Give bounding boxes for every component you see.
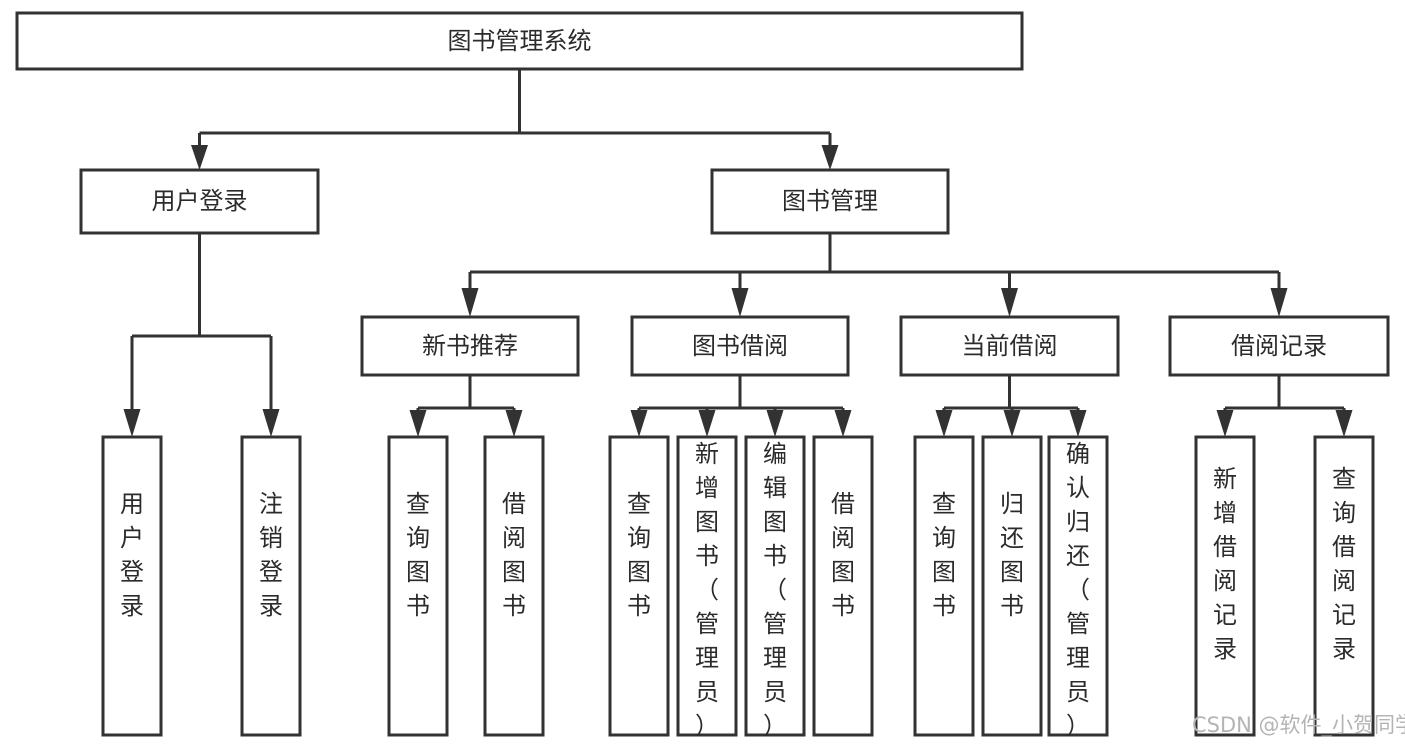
leaf-node-user-login[interactable]: 用户登录 xyxy=(101,435,163,737)
leaf-node-add-book-admin-label: 新增图书（管理员） xyxy=(695,440,719,740)
leaf-node-return-book[interactable]: 归还图书 xyxy=(981,435,1043,737)
leaf-node-query-book-borrow-label: 查询图书 xyxy=(627,490,651,620)
leaf-node-query-book-current-label: 查询图书 xyxy=(932,490,956,620)
leaf-node-borrow-book-rec[interactable]: 借阅图书 xyxy=(483,435,545,737)
arrowhead-leaf-user-logout xyxy=(262,409,280,437)
leaf-node-add-book-admin[interactable]: 新增图书（管理员） xyxy=(676,435,738,740)
node-borrow-record-label: 借阅记录 xyxy=(1231,332,1327,360)
node-borrow-record[interactable]: 借阅记录 xyxy=(1168,315,1390,377)
leaf-node-query-borrow-record-box[interactable] xyxy=(1313,435,1375,737)
node-root-label: 图书管理系统 xyxy=(448,27,592,55)
leaf-node-user-login-label: 用户登录 xyxy=(120,490,144,620)
arrowhead-record xyxy=(1270,288,1288,317)
leaf-node-query-borrow-record-label: 查询借阅记录 xyxy=(1332,465,1356,663)
node-current-borrow-label: 当前借阅 xyxy=(962,332,1058,360)
node-user-login[interactable]: 用户登录 xyxy=(79,168,320,235)
arrowhead-leaf-user-login xyxy=(123,409,141,437)
csdn-watermark: CSDN @软件_小贺同学 xyxy=(1192,713,1405,738)
leaf-node-confirm-return-admin-box[interactable] xyxy=(1047,435,1109,737)
leaf-node-user-logout[interactable]: 注销登录 xyxy=(240,435,302,737)
arrowhead-borrow-leaf3 xyxy=(766,410,784,437)
leaf-node-add-borrow-record-label: 新增借阅记录 xyxy=(1213,465,1237,663)
leaf-node-return-book-box[interactable] xyxy=(981,435,1043,737)
leaf-node-borrow-book-rec-box[interactable] xyxy=(483,435,545,737)
leaf-node-confirm-return-admin-label: 确认归还（管理员） xyxy=(1066,440,1090,740)
arrowhead-borrow-leaf2 xyxy=(698,410,716,437)
node-borrow-record-box[interactable] xyxy=(1168,315,1390,377)
leaf-node-query-book-borrow-box[interactable] xyxy=(608,435,670,737)
arrowhead-borrow-leaf4 xyxy=(834,410,852,437)
node-book-borrow[interactable]: 图书借阅 xyxy=(630,315,850,377)
arrowhead-borrow-leaf1 xyxy=(630,410,648,437)
node-current-borrow-box[interactable] xyxy=(899,315,1120,377)
leaf-node-add-borrow-record-box[interactable] xyxy=(1194,435,1256,737)
arrowhead-current-leaf2 xyxy=(1003,410,1021,437)
leaf-node-borrow-book-box[interactable] xyxy=(812,435,874,737)
arrowhead-newbook-leaf2 xyxy=(505,410,523,437)
arrowhead-newbook xyxy=(461,288,479,317)
node-user-login-box[interactable] xyxy=(79,168,320,235)
arrowhead-current-leaf3 xyxy=(1069,410,1087,437)
arrowhead-current-leaf1 xyxy=(935,410,953,437)
leaf-node-edit-book-admin-box[interactable] xyxy=(744,435,806,737)
leaf-node-add-book-admin-box[interactable] xyxy=(676,435,738,737)
arrowhead-record-leaf2 xyxy=(1335,410,1353,437)
leaf-node-query-borrow-record[interactable]: 查询借阅记录 xyxy=(1313,435,1375,737)
node-book-management-label: 图书管理 xyxy=(782,187,878,215)
leaf-node-confirm-return-admin[interactable]: 确认归还（管理员） xyxy=(1047,435,1109,740)
leaf-node-borrow-book-label: 借阅图书 xyxy=(831,490,855,620)
leaf-node-query-book-current-box[interactable] xyxy=(913,435,975,737)
leaf-node-user-login-box[interactable] xyxy=(101,435,163,737)
node-new-book-recommend[interactable]: 新书推荐 xyxy=(360,315,580,377)
node-root-box[interactable] xyxy=(15,11,1024,71)
arrowhead-borrow xyxy=(731,288,749,317)
node-new-book-recommend-box[interactable] xyxy=(360,315,580,377)
arrowhead-newbook-leaf1 xyxy=(409,410,427,437)
arrowhead-current xyxy=(1001,288,1018,317)
leaf-node-query-book-borrow[interactable]: 查询图书 xyxy=(608,435,670,737)
leaf-node-query-book-rec-label: 查询图书 xyxy=(406,490,430,620)
node-book-management-box[interactable] xyxy=(710,168,950,235)
node-book-borrow-label: 图书借阅 xyxy=(692,332,788,360)
leaf-node-user-logout-label: 注销登录 xyxy=(259,490,283,620)
node-user-login-label: 用户登录 xyxy=(152,187,248,215)
leaf-node-borrow-book-rec-label: 借阅图书 xyxy=(502,490,526,620)
leaf-node-user-logout-box[interactable] xyxy=(240,435,302,737)
leaf-node-query-book-rec[interactable]: 查询图书 xyxy=(387,435,449,737)
node-book-management[interactable]: 图书管理 xyxy=(710,168,950,235)
arrowhead-user-login xyxy=(191,145,208,170)
leaf-node-edit-book-admin[interactable]: 编辑图书（管理员） xyxy=(744,435,806,740)
arrowhead-book-mgmt xyxy=(821,145,839,170)
connector-layer xyxy=(123,69,1353,437)
leaf-node-query-book-rec-box[interactable] xyxy=(387,435,449,737)
node-book-borrow-box[interactable] xyxy=(630,315,850,377)
leaf-node-edit-book-admin-label: 编辑图书（管理员） xyxy=(763,440,787,740)
leaf-node-query-book-current[interactable]: 查询图书 xyxy=(913,435,975,737)
leaf-node-return-book-label: 归还图书 xyxy=(1000,490,1024,620)
node-current-borrow[interactable]: 当前借阅 xyxy=(899,315,1120,377)
leaf-node-borrow-book[interactable]: 借阅图书 xyxy=(812,435,874,737)
leaf-node-add-borrow-record[interactable]: 新增借阅记录 xyxy=(1194,435,1256,737)
node-root[interactable]: 图书管理系统 xyxy=(15,11,1024,71)
arrowhead-record-leaf1 xyxy=(1216,410,1234,437)
node-new-book-recommend-label: 新书推荐 xyxy=(422,332,518,360)
